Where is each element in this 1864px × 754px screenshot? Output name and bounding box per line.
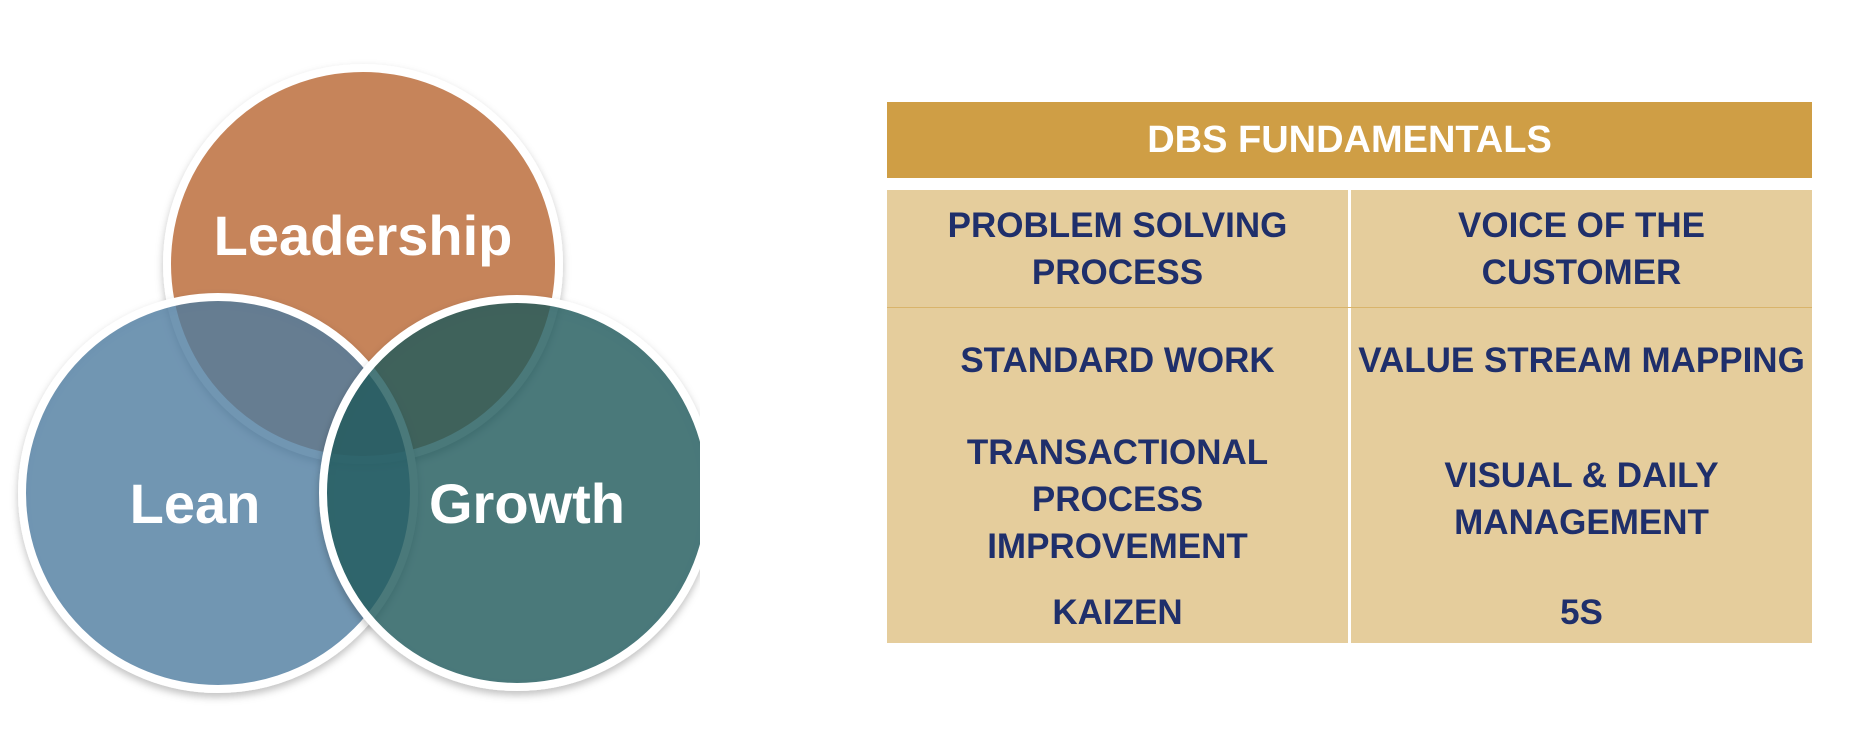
table-cell: 5S xyxy=(1560,592,1603,632)
growth-label: Growth xyxy=(429,472,625,535)
table-cell: VOICE OF THE CUSTOMER xyxy=(1458,205,1705,292)
table-cell: PROBLEM SOLVING PROCESS xyxy=(947,205,1288,292)
lean-label: Lean xyxy=(130,472,261,535)
table-cell: TRANSACTIONAL PROCESS IMPROVEMENT xyxy=(966,432,1269,566)
column-divider xyxy=(1348,190,1351,643)
table-cell: KAIZEN xyxy=(1052,592,1183,632)
growth-circle xyxy=(319,295,700,691)
table-title: DBS FUNDAMENTALS xyxy=(887,102,1812,178)
leadership-label: Leadership xyxy=(214,204,513,267)
table-cell: VISUAL & DAILY MANAGEMENT xyxy=(1444,456,1719,542)
table-cell: STANDARD WORK xyxy=(960,340,1275,380)
row-divider xyxy=(887,307,1812,308)
fundamentals-table: PROBLEM SOLVING PROCESS VOICE OF THE CUS… xyxy=(887,190,1812,643)
table-cell: VALUE STREAM MAPPING xyxy=(1358,340,1805,380)
venn-diagram: Leadership Lean Growth xyxy=(18,64,700,693)
